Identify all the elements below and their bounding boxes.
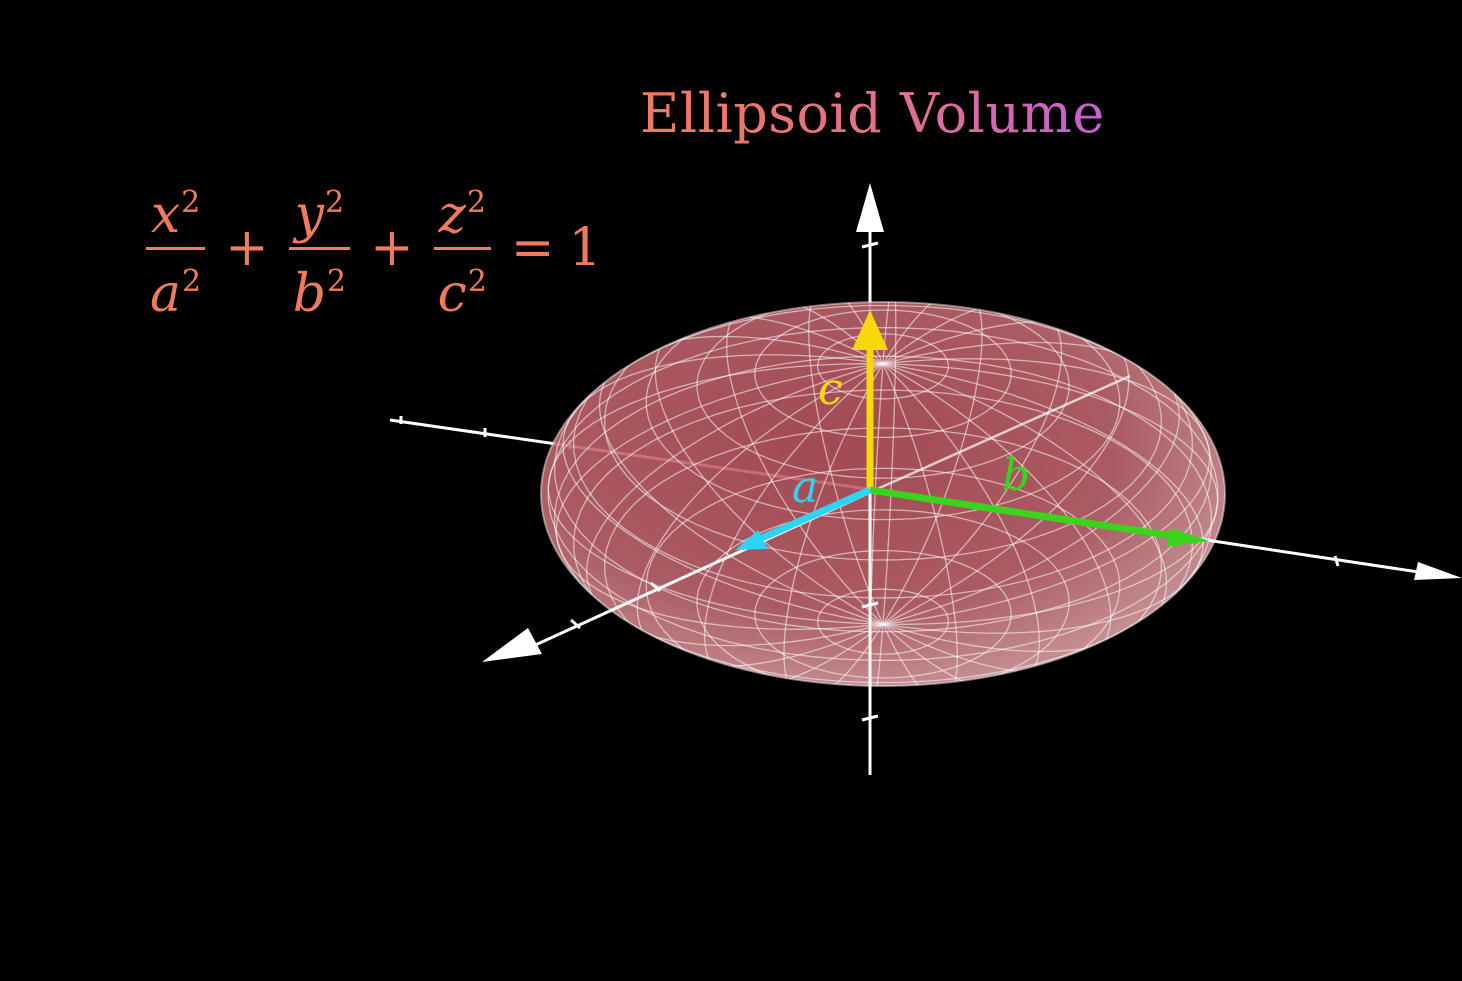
longitude-line (882, 363, 958, 686)
exponent: 2 (325, 184, 345, 220)
plus-sign: + (370, 218, 414, 278)
ellipsoid-equation: x2 a2 + y2 b2 + z2 c2 = 1 (140, 178, 602, 324)
z-axis-tick (861, 241, 879, 249)
longitude-line (703, 363, 884, 686)
longitude-line (882, 363, 1168, 653)
exponent: 2 (326, 263, 347, 299)
y-axis-tick (570, 618, 581, 630)
right-hand-side: 1 (568, 218, 602, 278)
numerator-y: y (294, 184, 325, 245)
longitude-line (555, 363, 884, 630)
fraction-bar (288, 246, 351, 250)
vector-a (753, 486, 872, 545)
longitude-line (882, 302, 983, 625)
longitude-line (882, 363, 1204, 634)
vector-b-arrow-icon (1167, 528, 1210, 547)
y-axis-tick (650, 581, 661, 593)
x-axis-tick (1333, 555, 1340, 567)
vector-c-arrow-icon (852, 310, 888, 350)
fraction-bar (433, 246, 491, 250)
x-axis-arrow-icon (1414, 562, 1462, 580)
semi-axis-vectors: c b a (735, 310, 1210, 550)
fraction-y: y2 b2 (288, 173, 351, 324)
vector-b (869, 486, 1181, 541)
longitude-line (808, 302, 884, 625)
longitude-line (547, 363, 884, 625)
longitude-line (598, 335, 884, 625)
longitude-line (882, 302, 1063, 625)
longitude-line (882, 358, 1211, 625)
vector-a-arrow-icon (735, 530, 768, 550)
y-axis-arrow-icon (482, 628, 542, 662)
denominator-b: b (292, 263, 326, 324)
y-axis-back (874, 374, 1131, 492)
ellipsoid-outline (540, 301, 1226, 687)
z-axis-arrow-icon (856, 183, 884, 232)
longitude-line (882, 363, 1219, 625)
denominator-c: c (437, 263, 467, 324)
longitude-line (726, 302, 884, 625)
label-b: b (1002, 450, 1030, 501)
equals-sign: = (510, 218, 555, 278)
longitude-line (882, 302, 897, 625)
longitude-line (654, 314, 884, 625)
longitude-line (562, 354, 884, 625)
label-a: a (792, 462, 818, 513)
title: Ellipsoid Volume (640, 82, 1105, 145)
fraction-bar (146, 246, 206, 250)
exponent: 2 (182, 263, 202, 299)
longitude-line (882, 341, 1180, 625)
ellipsoid-mesh (547, 302, 1219, 686)
longitude-line (882, 363, 1112, 674)
exponent: 2 (181, 184, 201, 220)
longitude-line (783, 363, 884, 686)
denominator-a: a (150, 263, 182, 324)
longitude-line (586, 363, 884, 647)
numerator-x: x (150, 184, 181, 245)
label-c: c (818, 364, 843, 415)
fraction-x: x2 a2 (146, 173, 206, 324)
exponent: 2 (466, 184, 487, 220)
fraction-z: z2 c2 (433, 173, 491, 324)
plus-sign: + (225, 218, 269, 278)
numerator-z: z (438, 184, 466, 245)
z-axis-tick (861, 714, 879, 722)
exponent: 2 (467, 263, 487, 299)
longitude-line (882, 363, 1040, 686)
z-axis-tick (861, 601, 879, 609)
